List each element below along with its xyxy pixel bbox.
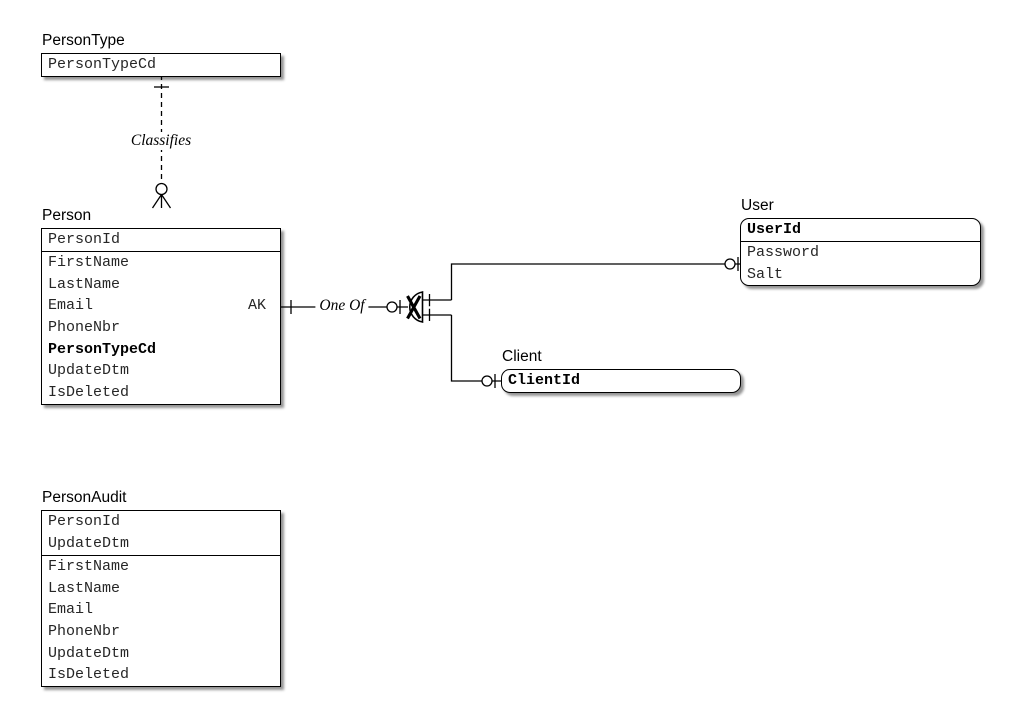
entity-personaudit[interactable]: PersonAudit PersonId UpdateDtm FirstName… — [41, 488, 281, 688]
attribute-row: Password — [747, 244, 820, 261]
attribute-name: Email — [48, 297, 94, 315]
branch-to-client-line — [450, 315, 502, 382]
branch-stubs — [422, 299, 452, 316]
entity-box: UserId Password Salt — [740, 218, 981, 287]
attribute-row: UpdateDtm — [48, 535, 130, 552]
entity-box: ClientId — [501, 369, 741, 393]
attribute-row: FirstName — [48, 558, 130, 575]
attribute-row: UserId — [747, 221, 802, 238]
attribute-row: IsDeleted — [48, 666, 130, 684]
entity-title: Client — [502, 348, 542, 365]
zero-circle-icon — [155, 182, 168, 196]
attribute-row: LastName — [48, 275, 121, 293]
one-of-relationship-label: One Of — [315, 297, 369, 315]
attribute-row: PersonTypeCd — [48, 340, 157, 358]
attribute-row: ClientId — [508, 372, 581, 389]
attribute-row: Email — [48, 601, 94, 619]
entity-user[interactable]: User UserId Password Salt — [740, 196, 981, 287]
attribute-row: LastName — [48, 579, 121, 597]
entity-box: PersonTypeCd — [41, 53, 281, 77]
entity-person[interactable]: Person PersonId FirstName LastName Email… — [41, 206, 281, 405]
attribute-row: PersonId — [48, 513, 121, 530]
attribute-row: UpdateDtm — [48, 644, 130, 662]
entity-title: Person — [42, 207, 92, 224]
entity-client[interactable]: Client ClientId — [501, 347, 741, 393]
zero-circle-icon — [481, 375, 493, 387]
attribute-row: Email AK — [42, 295, 280, 317]
attribute-row: Salt — [747, 265, 784, 283]
exclusive-or-icon — [406, 291, 424, 323]
attribute-row: PersonTypeCd — [48, 56, 157, 73]
one-of-connector[interactable] — [281, 257, 741, 388]
entity-box: PersonId UpdateDtm FirstName LastName Em… — [41, 510, 281, 688]
attribute-row: PhoneNbr — [48, 319, 121, 337]
entity-title: PersonType — [42, 32, 125, 49]
alternate-key-tag: AK — [247, 297, 266, 315]
entity-title: PersonAudit — [42, 489, 127, 506]
entity-persontype[interactable]: PersonType PersonTypeCd — [41, 31, 281, 77]
attribute-row: PhoneNbr — [48, 623, 121, 641]
classifies-connector[interactable] — [151, 75, 172, 209]
entity-title: User — [741, 197, 774, 214]
attribute-row: IsDeleted — [48, 384, 130, 402]
branch-to-user-line — [450, 263, 741, 300]
attribute-row: UpdateDtm — [48, 362, 130, 380]
crowfoot-many-icon — [151, 194, 172, 209]
zero-circle-icon — [724, 258, 736, 270]
classifies-relationship-label: Classifies — [126, 132, 196, 150]
attribute-row: FirstName — [48, 254, 130, 271]
attribute-row: PersonId — [48, 231, 121, 248]
entity-box: PersonId FirstName LastName Email AK Pho… — [41, 228, 281, 405]
zero-circle-icon — [386, 301, 398, 313]
